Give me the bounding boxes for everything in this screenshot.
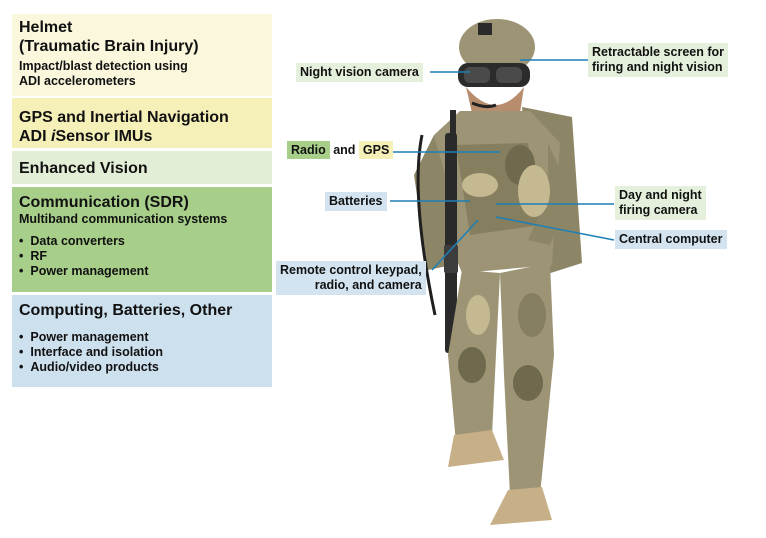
- keypad-shape: [444, 245, 458, 273]
- helmet-panel: Helmet (Traumatic Brain Injury) Impact/b…: [12, 14, 272, 96]
- right-arm-shape: [528, 143, 572, 245]
- vision-panel: Enhanced Vision: [12, 151, 272, 184]
- helmet-sub-line2: ADI accelerometers: [19, 74, 136, 88]
- helmet-mount: [478, 23, 492, 35]
- computing-title: Computing, Batteries, Other: [19, 302, 233, 319]
- left-boot-shape: [448, 430, 504, 467]
- gps-title-prefix: ADI: [19, 128, 51, 145]
- list-item: Data converters: [19, 234, 265, 249]
- callout-batteries: Batteries: [325, 192, 387, 211]
- list-item: RF: [19, 249, 265, 264]
- communication-subtitle: Multiband communication systems: [19, 212, 228, 226]
- callout-retractable-line2: firing and night vision: [592, 60, 723, 74]
- helmet-title-line2: (Traumatic Brain Injury): [19, 38, 199, 55]
- list-item: Power management: [19, 330, 265, 345]
- computing-panel: Computing, Batteries, Other Power manage…: [12, 295, 272, 387]
- list-item: Audio/video products: [19, 360, 265, 375]
- gps-title-italic: i: [51, 128, 56, 145]
- communication-panel: Communication (SDR) Multiband communicat…: [12, 187, 272, 292]
- gps-title-line2: ADI iSensor IMUs: [19, 127, 265, 146]
- gps-title-suffix: Sensor IMUs: [55, 128, 153, 145]
- callout-and: and: [329, 143, 359, 157]
- vision-title: Enhanced Vision: [19, 160, 148, 177]
- helmet-title-line1: Helmet: [19, 19, 73, 36]
- callout-radio: Radio: [287, 141, 330, 159]
- callout-retractable-line1: Retractable screen for: [592, 45, 725, 59]
- line-central-computer: [495, 216, 615, 241]
- callout-day-night-line1: Day and night: [619, 188, 702, 202]
- callout-gps: GPS: [358, 141, 394, 159]
- line-remote: [431, 219, 479, 271]
- callout-retractable-screen: Retractable screen for firing and night …: [588, 43, 729, 77]
- callout-radio-gps: Radio and GPS: [287, 141, 394, 159]
- rifle-shape: [445, 133, 457, 353]
- callout-night-vision: Night vision camera: [296, 63, 423, 82]
- right-boot-shape: [490, 487, 552, 525]
- callout-day-night-line2: firing camera: [619, 203, 698, 217]
- callout-day-night-camera: Day and night firing camera: [615, 186, 706, 220]
- left-arm-shape: [414, 135, 452, 270]
- callout-remote-line1: Remote control keypad,: [280, 263, 422, 277]
- list-item: Power management: [19, 264, 265, 279]
- list-item: Interface and isolation: [19, 345, 265, 360]
- communication-list: Data converters RF Power management: [19, 234, 265, 279]
- callout-remote-control: Remote control keypad, radio, and camera: [276, 261, 426, 295]
- computing-list: Power management Interface and isolation…: [19, 330, 265, 375]
- callout-central-computer: Central computer: [615, 230, 727, 249]
- gps-panel: GPS and Inertial Navigation ADI iSensor …: [12, 98, 272, 148]
- gps-title-line1: GPS and Inertial Navigation: [19, 109, 229, 126]
- communication-title: Communication (SDR): [19, 194, 189, 211]
- callout-remote-line2: radio, and camera: [314, 278, 422, 292]
- helmet-sub-line1: Impact/blast detection using: [19, 59, 188, 73]
